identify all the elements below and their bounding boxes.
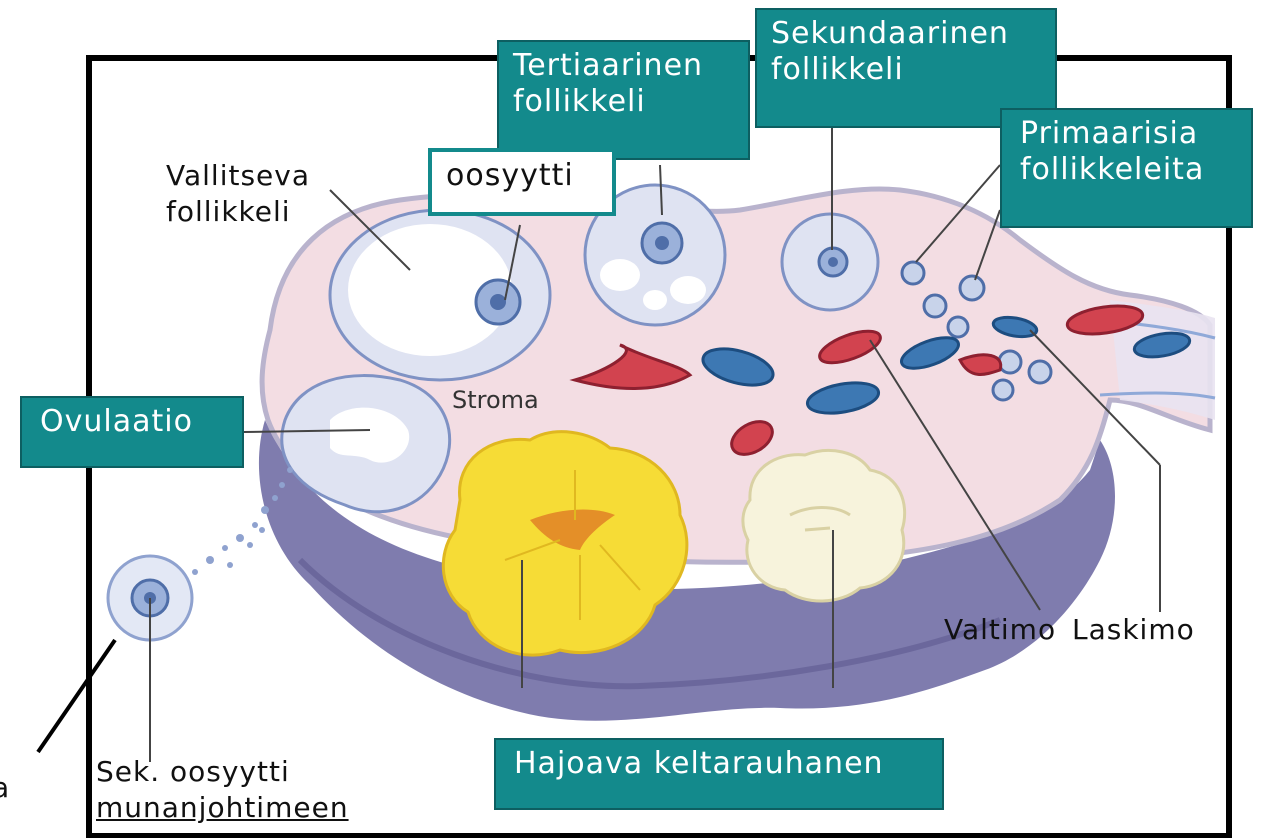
label-tertiary-line-2: follikkeli xyxy=(513,84,734,120)
label-vessels: Valtimo Laskimo xyxy=(944,612,1195,648)
label-dominant-line-1: Vallitseva xyxy=(166,158,310,194)
label-stroma: Stroma xyxy=(452,382,539,418)
label-corpus-albicans: Hajoava keltarauhanen xyxy=(494,738,944,810)
label-oocyte-text: oosyytti xyxy=(446,158,574,193)
label-tertiary-follicle: Tertiaarinen follikkeli xyxy=(497,40,750,160)
label-tertiary-line-1: Tertiaarinen xyxy=(513,48,734,84)
label-edge-fragment: a xyxy=(0,770,10,806)
label-primary-follicles: Primaarisia follikkeleita xyxy=(1000,108,1253,228)
label-secondary-line-2: follikkeli xyxy=(771,52,1041,88)
fallopian-pointer-line xyxy=(38,640,115,752)
label-dominant-follicle: Vallitseva follikkeli xyxy=(166,158,310,230)
label-primary-line-2: follikkeleita xyxy=(1020,152,1237,188)
label-secondary-oocyte-to-tube: Sek. oosyytti munanjohtimeen xyxy=(96,754,349,826)
label-stroma-text: Stroma xyxy=(452,386,539,414)
label-ovulation: Ovulaatio xyxy=(20,396,244,468)
secondary-follicle xyxy=(782,214,878,310)
label-secondary-line-1: Sekundaarinen xyxy=(771,16,1041,52)
label-dominant-line-2: follikkeli xyxy=(166,194,310,230)
label-sek-line-2: munanjohtimeen xyxy=(96,790,349,826)
label-ovulation-text: Ovulaatio xyxy=(40,404,193,439)
label-sek-line-1: Sek. oosyytti xyxy=(96,754,349,790)
label-vein: Laskimo xyxy=(1072,613,1195,646)
label-artery: Valtimo xyxy=(944,613,1056,646)
corpus-albicans xyxy=(743,450,905,601)
label-oocyte: oosyytti xyxy=(428,148,616,216)
label-primary-line-1: Primaarisia xyxy=(1020,116,1237,152)
label-edge-fragment-text: a xyxy=(0,771,10,804)
label-corpus-albicans-text: Hajoava keltarauhanen xyxy=(514,746,884,781)
